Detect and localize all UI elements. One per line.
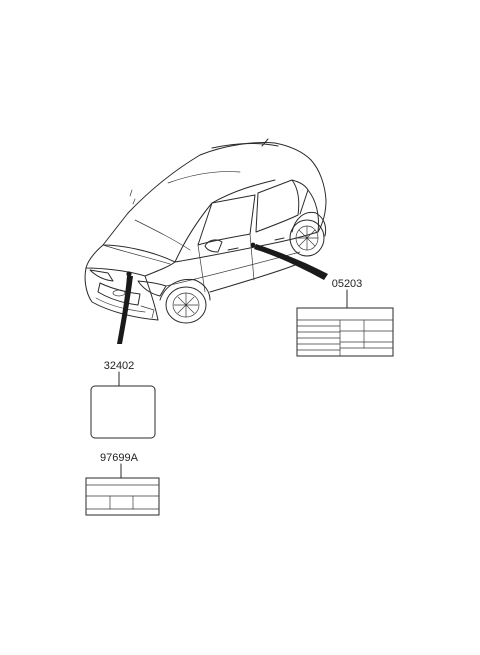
part-number-97699a: 97699A [100, 452, 139, 464]
label-05203-plate [296, 307, 394, 357]
part-number-32402: 32402 [104, 360, 135, 372]
callout-leaders [117, 242, 328, 344]
label-32402-plate [90, 385, 156, 439]
car-illustration [84, 138, 327, 324]
part-number-05203: 05203 [332, 278, 363, 290]
label-97699a-plate [85, 477, 160, 516]
